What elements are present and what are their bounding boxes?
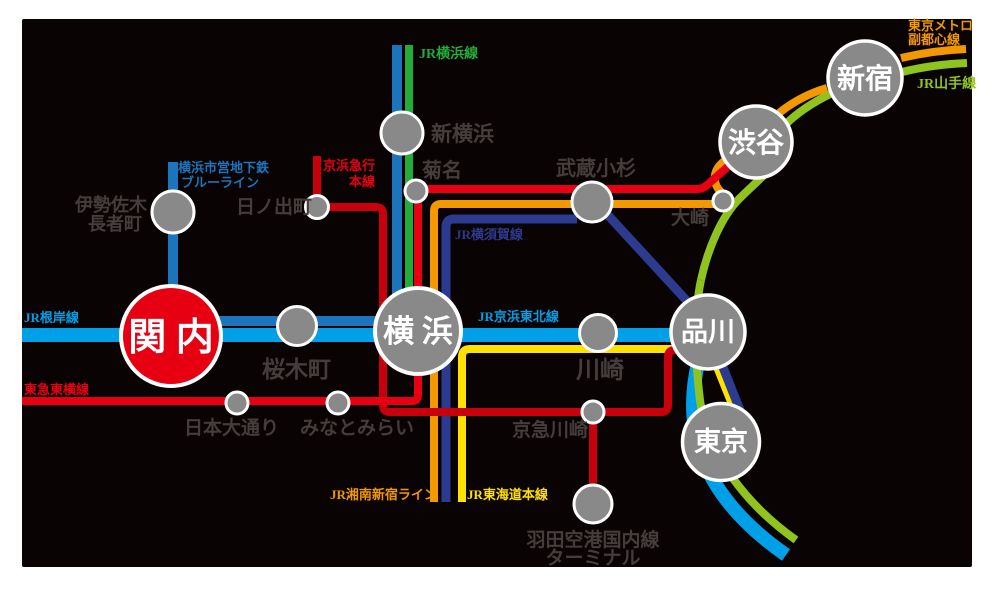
line-jr-tokaido-main (458, 345, 678, 502)
station-circle-nihon-odori (224, 390, 250, 416)
station-circle-yokohama (373, 286, 463, 376)
station-circle-kawasaki (578, 313, 618, 353)
station-circle-minatomirai (325, 390, 351, 416)
station-label-isezaki-line1: 伊勢佐木 (74, 194, 148, 215)
line-label-jr-yokosuka: JR横須賀線 (455, 227, 524, 242)
station-circle-shibuya (718, 104, 794, 180)
station-label-musashi-kosugi: 武蔵小杉 (556, 156, 636, 180)
station-name-shinjuku: 新宿 (837, 62, 893, 95)
line-label-metro-fukutoshin-line1: 東京メトロ (908, 18, 973, 33)
station-label-kawasaki: 川崎 (576, 357, 624, 384)
line-label-subway-blue-line1: 横浜市営地下鉄 (178, 160, 269, 175)
line-label-metro-fukutoshin-line2: 副都心線 (908, 32, 961, 47)
station-label-kikuna: 菊名 (422, 158, 462, 182)
line-label-keikyu-line1: 京浜急行 (323, 158, 375, 173)
line-jr-yamanote-shibuya-shinjuku (783, 90, 832, 127)
station-circle-shinjuku (826, 39, 904, 117)
line-label-jr-yokohama: JR横浜線 (419, 45, 478, 62)
line-keikyu-main (317, 203, 680, 416)
station-circle-tokyo (680, 401, 762, 483)
line-label-tokyu-toyoko: 東急東横線 (24, 382, 90, 397)
station-circle-musashi-kosugi (570, 180, 614, 224)
station-circle-osaki (711, 189, 735, 213)
station-label-sakuragicho: 桜木町 (262, 357, 331, 382)
line-label-keikyu-line2: 本線 (349, 174, 376, 189)
station-circle-isezaki-chojamachi (150, 189, 196, 235)
line-label-jr-shonan-shinjuku: JR湘南新宿ライン (330, 487, 437, 502)
line-jr-yamanote-shinjuku-east (901, 59, 968, 76)
station-label-shin-yokohama: 新横浜 (431, 122, 494, 146)
line-jr-yamanote-osaki-shibuya (697, 172, 767, 281)
line-jr-yokosuka-diagonal (602, 209, 691, 305)
station-label-nihon-odori: 日本大通り (184, 416, 279, 439)
station-label-isezaki-line2: 長者町 (88, 214, 142, 234)
station-label-minatomirai: みなとみらい (300, 417, 414, 439)
station-label-hinodecho: 日ノ出町 (236, 195, 312, 218)
line-label-jr-keihintohoku: JR京浜東北線 (478, 309, 560, 324)
station-circle-hinodecho (304, 194, 330, 220)
line-jr-shonan-shinjuku-main (430, 200, 714, 502)
station-name-shibuya: 渋谷 (728, 127, 785, 159)
station-label-haneda-line1: 羽田空港国内線 (526, 528, 659, 551)
station-name-shinagawa: 品川 (681, 317, 735, 347)
station-label-keikyu-kawasaki: 京急川崎 (512, 418, 588, 441)
station-name-tokyo: 東京 (694, 426, 748, 457)
station-name-kannai: 関 内 (128, 317, 214, 359)
station-circle-shinagawa (669, 293, 747, 371)
line-label-jr-tokaido: JR東海道本線 (467, 487, 549, 502)
station-label-osaki: 大崎 (671, 206, 709, 229)
line-jr-yokosuka-main (441, 214, 577, 502)
line-label-subway-blue-line2: ブルーライン (181, 175, 259, 190)
line-label-jr-negishi: JR根岸線 (24, 310, 80, 325)
station-circle-haneda-airport (572, 483, 614, 525)
station-name-yokohama: 横 浜 (383, 314, 453, 349)
line-metro-fukutoshin-east (900, 45, 967, 62)
station-label-haneda-line2: ターミナル (545, 547, 640, 569)
station-circle-sakuragicho (276, 305, 318, 347)
station-circle-kikuna (403, 178, 429, 204)
station-circle-shin-yokohama (379, 110, 425, 156)
line-orange-shibuya-shinjuku (776, 84, 829, 117)
station-circle-keikyu-kawasaki (580, 399, 606, 425)
station-circle-kannai (119, 284, 223, 388)
line-label-jr-yamanote: JR山手線 (917, 75, 976, 92)
